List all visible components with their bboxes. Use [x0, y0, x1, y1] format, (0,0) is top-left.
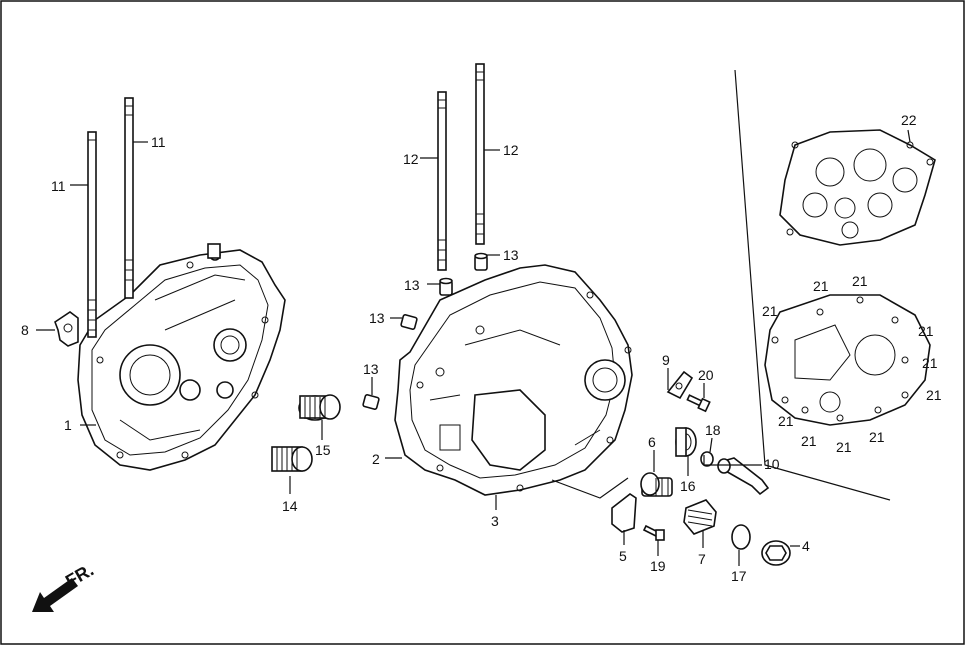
callout-21d: 21 [918, 323, 934, 339]
callout-21g: 21 [778, 413, 794, 429]
callout-12a: 12 [403, 151, 419, 167]
callout-11a: 11 [51, 178, 66, 194]
stud-bolt-right-a [437, 91, 447, 271]
guide-plate-5 [611, 493, 637, 533]
callout-21j: 21 [869, 429, 885, 445]
callout-8: 8 [21, 322, 29, 338]
callout-16: 16 [680, 478, 696, 494]
callout-5: 5 [619, 548, 627, 564]
callout-13a: 13 [404, 277, 420, 293]
leader-lines [36, 129, 911, 566]
bolt-part-20 [686, 394, 711, 413]
callout-19: 19 [650, 558, 666, 574]
dowel-pin-13d [362, 394, 380, 410]
stud-bolt-left-a [87, 131, 97, 338]
callout-21c: 21 [762, 303, 778, 319]
right-crankcase [394, 264, 633, 496]
gasket-22 [779, 129, 936, 246]
stud-bolt-right-b [475, 63, 485, 245]
callout-21a: 21 [813, 278, 829, 294]
callout-4: 4 [802, 538, 810, 554]
callout-7: 7 [698, 551, 706, 567]
oring-18 [700, 451, 714, 467]
callout-21b: 21 [852, 273, 868, 289]
callout-12b: 12 [503, 142, 519, 158]
callout-18: 18 [705, 422, 721, 438]
callout-2: 2 [372, 451, 380, 467]
pin-part-10 [717, 457, 770, 496]
oil-seal-16 [675, 427, 697, 457]
spring-part-7 [683, 499, 717, 535]
drain-plug-4 [761, 540, 791, 566]
oring-17 [731, 524, 751, 550]
strainer-screen-6 [640, 472, 673, 497]
front-direction-arrow: FR. [32, 560, 97, 612]
stud-bolt-left-b [124, 97, 134, 299]
dowel-pin-13c [400, 314, 418, 330]
dowel-pin-13a [439, 277, 453, 296]
callout-13d: 13 [363, 361, 379, 377]
dowel-pin-13b [474, 252, 488, 271]
callout-labels: 1 2 3 4 5 6 7 8 9 10 11 11 12 12 13 13 1… [21, 112, 942, 584]
callout-21h: 21 [801, 433, 817, 449]
callout-3: 3 [491, 513, 499, 529]
callout-21f: 21 [926, 387, 942, 403]
callout-10: 10 [764, 456, 780, 472]
callout-15: 15 [315, 442, 331, 458]
gasket-panel-divider [734, 69, 891, 501]
callout-22: 22 [901, 112, 917, 128]
bolt-part-19 [642, 524, 665, 541]
callout-17: 17 [731, 568, 747, 584]
callout-6: 6 [648, 434, 656, 450]
callout-21e: 21 [922, 355, 938, 371]
callout-14: 14 [282, 498, 298, 514]
callout-9: 9 [662, 352, 670, 368]
needle-bearing-15 [298, 394, 341, 421]
callout-1: 1 [64, 417, 72, 433]
gasket-21 [764, 294, 931, 426]
callout-21i: 21 [836, 439, 852, 455]
callout-20: 20 [698, 367, 714, 383]
callout-11b: 11 [151, 134, 166, 150]
needle-bearing-14 [271, 446, 313, 472]
left-crankcase [77, 243, 286, 471]
callout-13c: 13 [369, 310, 385, 326]
bracket-part-8 [54, 311, 79, 347]
callout-13b: 13 [503, 247, 519, 263]
plate-part-9 [666, 370, 694, 400]
